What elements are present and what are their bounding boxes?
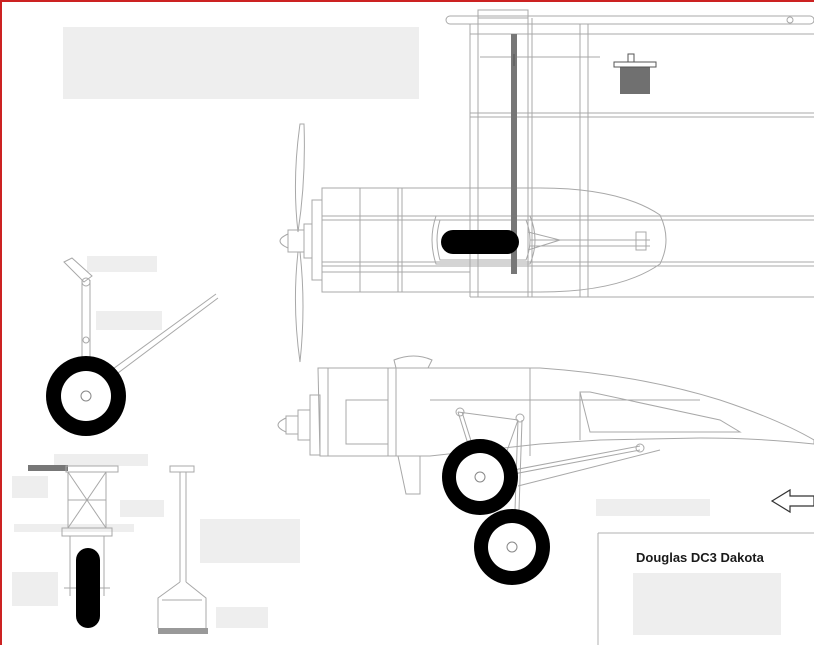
gear-front-tire — [76, 548, 100, 628]
top-view — [279, 9, 814, 363]
title-block: Douglas DC3 Dakota — [597, 532, 814, 645]
direction-arrow-icon — [770, 488, 814, 514]
title-block-label: Douglas DC3 Dakota — [636, 550, 765, 565]
servo-icon — [613, 53, 657, 94]
label-placeholders — [12, 27, 781, 635]
retracted-wheel — [441, 230, 519, 254]
side-view-wheel-upper — [442, 439, 518, 515]
side-view — [277, 355, 814, 541]
gear-t-leg — [157, 465, 208, 634]
side-view-wheel-lower — [474, 509, 550, 585]
gear-detail-wheel — [46, 356, 126, 436]
